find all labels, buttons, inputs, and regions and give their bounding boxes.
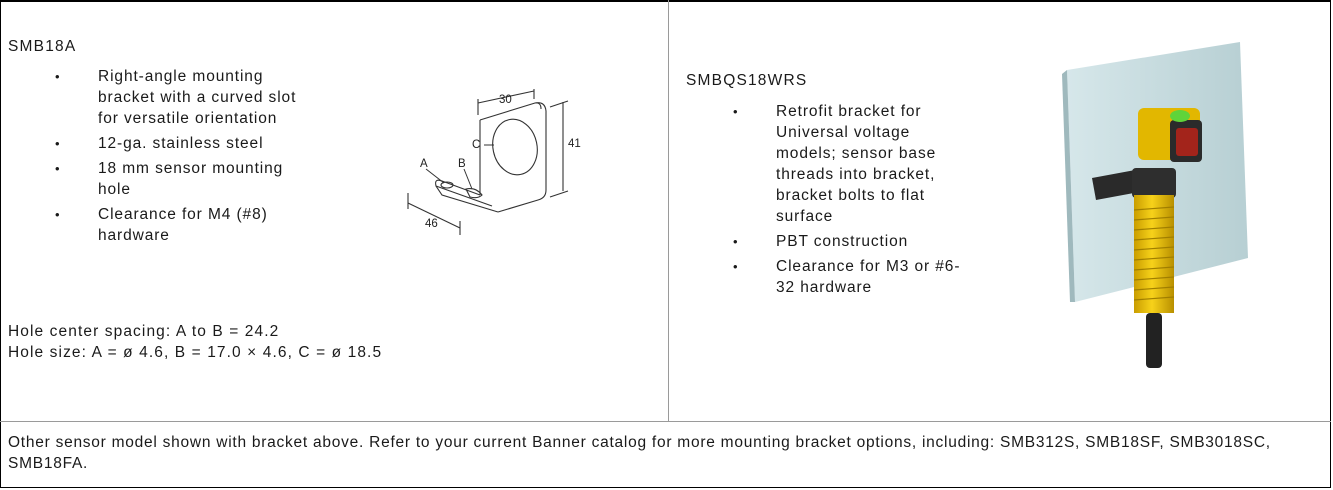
bracket-diagram: 30 41 46 A B C xyxy=(407,89,581,235)
footer-note: Other sensor model shown with bracket ab… xyxy=(8,434,1271,472)
right-feature-item: Retrofit bracket for Universal voltage m… xyxy=(733,101,966,227)
right-feature-item: Clearance for M3 or #6-32 hardware xyxy=(733,256,966,298)
left-feature-item: Right-angle mounting bracket with a curv… xyxy=(55,66,318,129)
right-model-title: SMBQS18WRS xyxy=(686,72,808,89)
dim-height-label: 41 xyxy=(568,138,581,150)
hole-spacing-text: Hole center spacing: A to B = 24.2 xyxy=(8,323,280,340)
label-hole-b: B xyxy=(458,158,466,170)
dim-depth-label: 46 xyxy=(425,218,438,230)
label-hole-a: A xyxy=(420,158,428,170)
left-model-title: SMB18A xyxy=(8,38,77,55)
left-feature-item: 18 mm sensor mounting hole xyxy=(55,158,298,200)
left-feature-item: Clearance for M4 (#8) hardware xyxy=(55,204,338,246)
column-divider xyxy=(668,0,669,422)
right-feature-item: PBT construction xyxy=(733,231,998,252)
left-feature-list: Right-angle mounting bracket with a curv… xyxy=(55,66,340,246)
row-divider xyxy=(0,421,1331,422)
left-feature-item: 12-ga. stainless steel xyxy=(55,133,340,154)
dim-width-label: 30 xyxy=(499,94,512,106)
sensor-bracket-photo xyxy=(1062,42,1248,368)
right-feature-list: Retrofit bracket for Universal voltage m… xyxy=(733,101,998,298)
label-hole-c: C xyxy=(472,139,480,151)
hole-size-text: Hole size: A = ø 4.6, B = 17.0 × 4.6, C … xyxy=(8,344,383,361)
